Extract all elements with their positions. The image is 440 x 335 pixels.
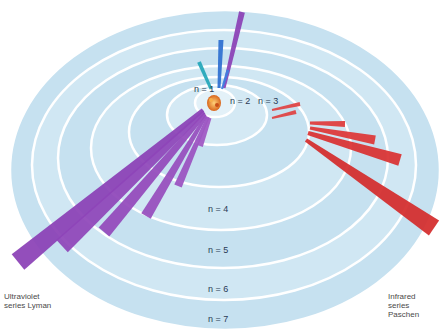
transition-bar <box>141 115 207 219</box>
level-label: n = 3 <box>258 96 278 106</box>
transition-bar <box>218 40 224 88</box>
transition-bar <box>99 113 207 237</box>
level-label: n = 6 <box>208 284 228 294</box>
transition-bar <box>310 127 376 145</box>
energy-level-ring <box>10 10 440 330</box>
transition-bar <box>174 116 209 187</box>
energy-levels <box>10 10 440 330</box>
series-label: Ultraviolet series Lyman <box>4 292 52 310</box>
level-label: n = 2 <box>230 96 250 106</box>
energy-level-ring <box>32 30 416 300</box>
level-label: n = 1 <box>194 84 214 94</box>
transition-bars <box>12 11 439 269</box>
level-label: n = 5 <box>208 245 228 255</box>
transition-bar <box>310 121 345 127</box>
series-label: Infrared series Paschen <box>388 292 436 319</box>
transition-bar <box>197 118 211 148</box>
transition-bar <box>12 109 205 270</box>
nucleus <box>207 95 221 111</box>
level-label: n = 4 <box>208 204 228 214</box>
transition-bar <box>221 70 229 90</box>
level-label: n = 7 <box>208 314 228 324</box>
transition-bar <box>272 110 297 119</box>
nucleus-particle <box>215 103 219 107</box>
nucleus-particle <box>209 98 213 102</box>
